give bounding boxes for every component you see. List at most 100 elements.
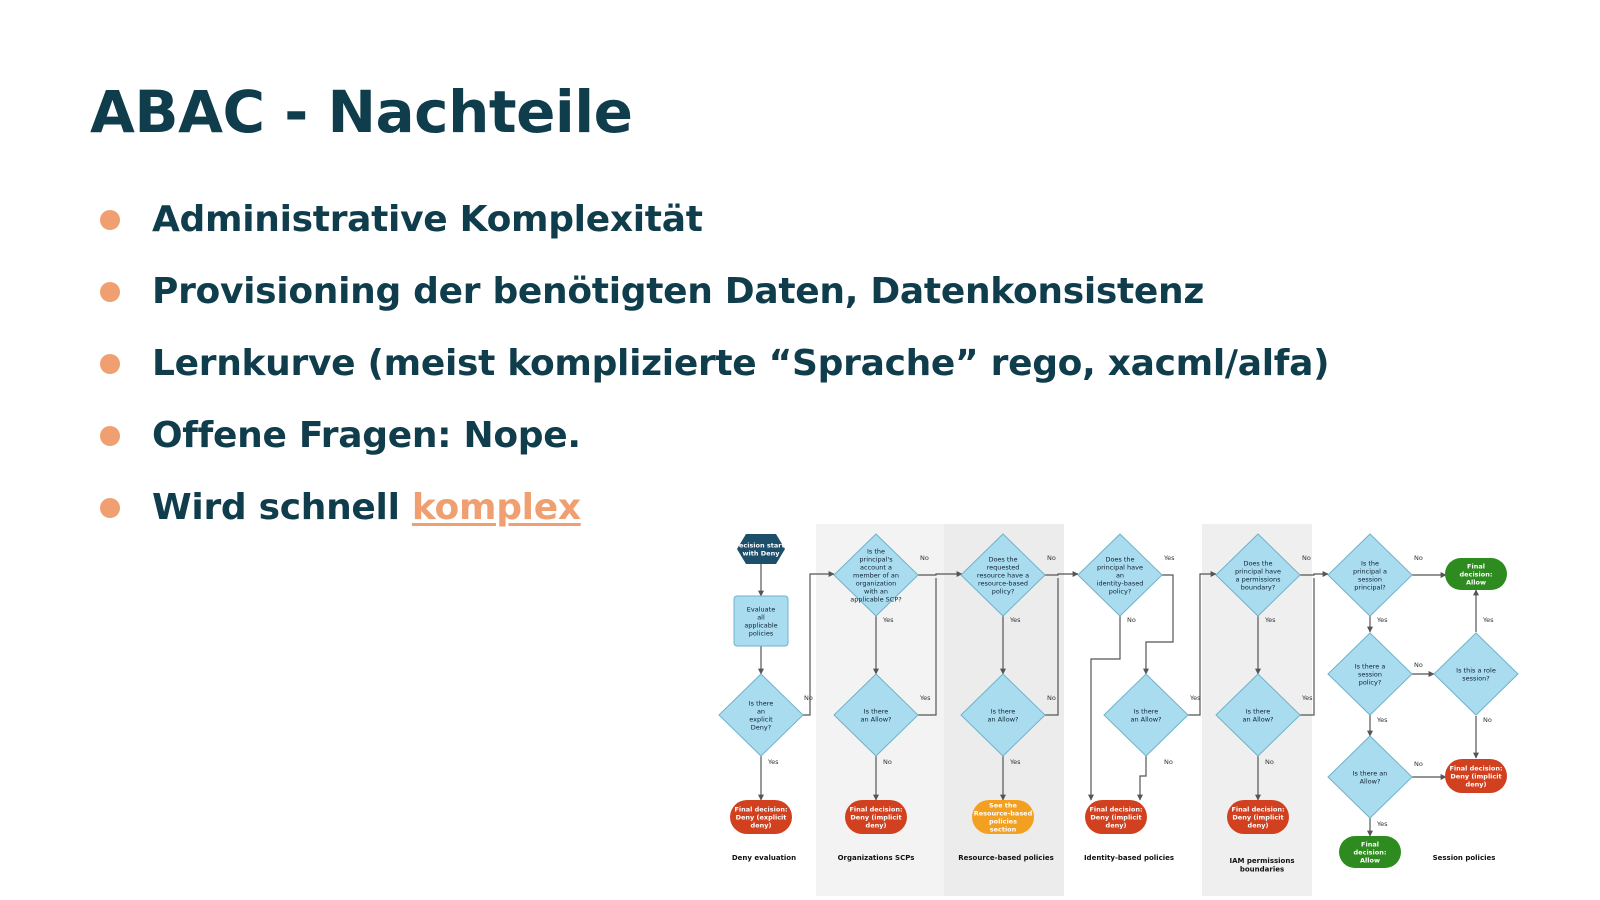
bullet-dot-icon: [100, 354, 120, 374]
svg-text:Deny evaluation: Deny evaluation: [732, 854, 796, 862]
edge-label-no: No: [1164, 758, 1173, 766]
bullet-text: Wird schnell: [152, 487, 412, 528]
bullet-item: Wird schnell komplex: [100, 484, 1329, 556]
edge-label-yes: Yes: [1163, 554, 1175, 562]
svg-text:Organizations SCPs: Organizations SCPs: [838, 854, 915, 862]
bullet-text: Administrative Komplexität: [152, 199, 703, 240]
edge-label-yes: Yes: [1376, 820, 1388, 828]
edge-label-no: No: [1414, 661, 1423, 669]
bullet-dot-icon: [100, 498, 120, 518]
column-caption: Resource-based policies: [958, 854, 1054, 862]
edge-label-no: No: [1047, 554, 1056, 562]
column-caption: Deny evaluation: [732, 854, 796, 862]
bullet-text: Lernkurve (meist komplizierte “Sprache” …: [152, 343, 1330, 384]
edge-label-no: No: [920, 554, 929, 562]
bullet-item: Administrative Komplexität: [100, 196, 1329, 268]
edge-label-no: No: [1047, 694, 1056, 702]
bullet-item: Lernkurve (meist komplizierte “Sprache” …: [100, 340, 1330, 412]
edge-label-yes: Yes: [1482, 616, 1494, 624]
edge-label-yes: Yes: [919, 694, 931, 702]
bullet-dot-icon: [100, 282, 120, 302]
edge-label-yes: Yes: [1301, 694, 1313, 702]
edge-label-no: No: [1414, 554, 1423, 562]
edge-label-yes: Yes: [1009, 616, 1021, 624]
edge-label-yes: Yes: [1376, 616, 1388, 624]
bullet-dot-icon: [100, 426, 120, 446]
edge-label-no: No: [804, 694, 813, 702]
edge-label-no: No: [1127, 616, 1136, 624]
edge-label-no: No: [1302, 554, 1311, 562]
column-caption: Identity-based policies: [1084, 854, 1174, 862]
edge-label-yes: Yes: [767, 758, 779, 766]
bullet-item: Provisioning der benötigten Daten, Daten…: [100, 268, 1329, 340]
edge-label-yes: Yes: [1264, 616, 1276, 624]
edge-label-no: No: [1265, 758, 1274, 766]
bullet-text: Offene Fragen: Nope.: [152, 415, 581, 456]
svg-text:Session policies: Session policies: [1433, 854, 1496, 862]
slide-title: ABAC - Nachteile: [90, 78, 633, 146]
bullet-list: Administrative Komplexität Provisioning …: [100, 196, 1330, 556]
column-caption: Organizations SCPs: [838, 854, 915, 862]
edge-label-yes: Yes: [882, 616, 894, 624]
edge-label-yes: Yes: [1376, 716, 1388, 724]
edge-label-no: No: [1414, 760, 1423, 768]
bullet-dot-icon: [100, 210, 120, 230]
komplex-link[interactable]: komplex: [411, 487, 581, 528]
edge-label-yes: Yes: [1189, 694, 1201, 702]
bullet-item: Offene Fragen: Nope.: [100, 412, 1329, 484]
edge-label-yes: Yes: [1009, 758, 1021, 766]
edge-label-no: No: [883, 758, 892, 766]
edge-label-no: No: [1483, 716, 1492, 724]
connector-lines: [758, 564, 1479, 837]
bullet-text: Provisioning der benötigten Daten, Daten…: [152, 271, 1205, 312]
svg-text:Identity-based policies: Identity-based policies: [1084, 854, 1174, 862]
column-caption: Session policies: [1433, 854, 1496, 862]
svg-text:Resource-based policies: Resource-based policies: [958, 854, 1054, 862]
